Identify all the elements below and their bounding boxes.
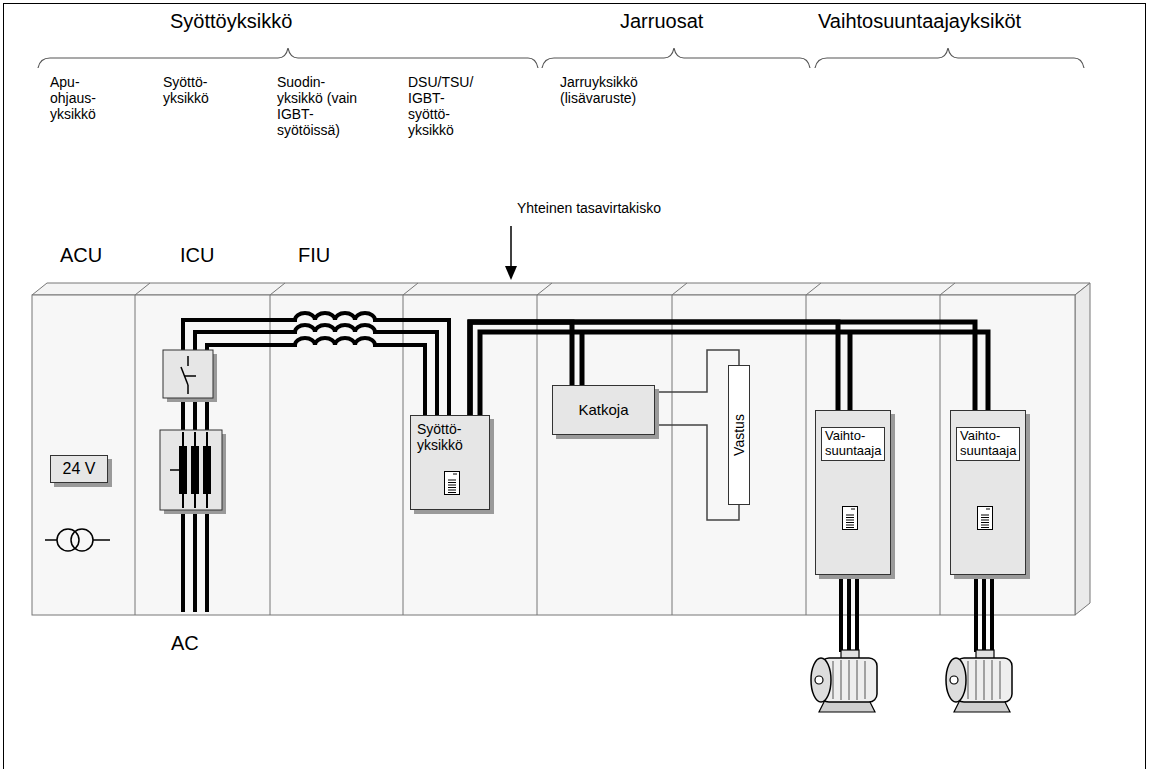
resistor-box: Vastus xyxy=(728,365,750,505)
icon-line xyxy=(448,487,456,488)
icon-line xyxy=(981,520,989,521)
unit-label: Jarruyksikkö (lisävaruste) xyxy=(560,74,638,106)
motor-symbol xyxy=(811,650,877,712)
icon-line xyxy=(981,515,989,516)
icon-line xyxy=(986,509,990,510)
cabinet-side xyxy=(1075,283,1090,615)
icon-line xyxy=(448,482,456,483)
unit-label: Apu- ohjaus- yksikkö xyxy=(50,74,96,122)
pointer-arrow xyxy=(510,226,512,268)
unit-code: ICU xyxy=(180,244,214,267)
inverter-box: Vaihto- suuntaaja xyxy=(950,410,1026,575)
document-icon xyxy=(977,506,993,530)
icon-line xyxy=(846,525,854,526)
unit-label: Suodin- yksikkö (vain IGBT- syötöissä) xyxy=(277,74,369,138)
inverter-box: Vaihto- suuntaaja xyxy=(815,410,891,575)
icon-line xyxy=(846,527,854,528)
icon-line xyxy=(846,515,854,516)
unit-code: ACU xyxy=(60,244,102,267)
icon-line xyxy=(448,480,456,481)
transformer-symbol xyxy=(45,529,110,551)
document-icon xyxy=(444,471,460,495)
node-text: Syöttö- yksikkö xyxy=(417,421,463,453)
icon-line xyxy=(981,522,989,523)
terminal-label: AC xyxy=(171,632,199,655)
motor-symbol xyxy=(946,650,1012,712)
main-switch xyxy=(163,350,213,398)
node-text: Vaihto- suuntaaja xyxy=(821,427,885,461)
node-text: Vastus xyxy=(732,414,746,456)
icon-line xyxy=(846,517,854,518)
bus-label: Yhteinen tasavirtakisko xyxy=(517,200,661,216)
document-icon xyxy=(842,506,858,530)
voltage-box: 24 V xyxy=(50,455,108,483)
node-text: Katkoja xyxy=(578,401,628,418)
group-bracket xyxy=(542,48,810,68)
icon-line xyxy=(448,485,456,486)
icon-line xyxy=(846,522,854,523)
dc-bus-conductor xyxy=(470,322,975,415)
group-bracket xyxy=(815,48,1084,68)
icon-page xyxy=(843,507,858,530)
fuse-symbol xyxy=(170,432,211,508)
outer-frame xyxy=(4,4,1146,769)
unit-label: Syöttö- yksikkö xyxy=(163,74,209,106)
icon-line xyxy=(846,520,854,521)
icon-line xyxy=(981,517,989,518)
icon-line xyxy=(851,509,855,510)
icon-line xyxy=(453,474,457,475)
icon-page xyxy=(445,472,460,495)
resistor-wire xyxy=(655,425,739,520)
cabinet-top xyxy=(32,283,1090,295)
group-bracket xyxy=(38,48,538,68)
icon-line xyxy=(448,492,456,493)
unit-code: FIU xyxy=(298,244,330,267)
node-text: Vaihto- suuntaaja xyxy=(956,427,1020,461)
motor-cable xyxy=(841,575,992,652)
icon-line xyxy=(448,490,456,491)
group-heading: Vaihtosuuntaajayksiköt xyxy=(818,10,1021,33)
arrow-head xyxy=(505,266,517,280)
chopper-box: Katkoja xyxy=(552,385,655,435)
icon-page xyxy=(978,507,993,530)
group-heading: Jarruosat xyxy=(620,10,703,33)
node-text: 24 V xyxy=(63,460,96,478)
icon-line xyxy=(981,527,989,528)
group-heading: Syöttöyksikkö xyxy=(170,10,292,33)
fuse-block xyxy=(160,430,222,510)
supply-unit-box: Syöttö- yksikkö xyxy=(410,415,490,510)
cabinet-front xyxy=(32,295,1075,615)
switch-symbol xyxy=(181,356,196,394)
resistor-wire xyxy=(655,350,739,392)
icon-line xyxy=(981,525,989,526)
unit-label: DSU/TSU/ IGBT- syöttö- yksikkö xyxy=(408,74,473,138)
